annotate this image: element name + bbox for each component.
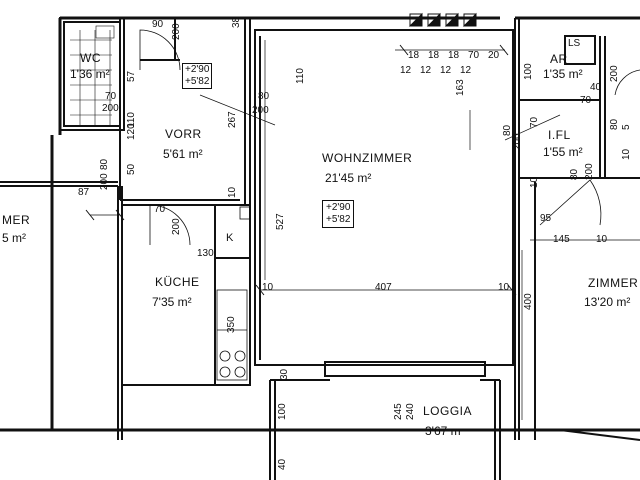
dim-38: 38 bbox=[231, 16, 242, 28]
dim-70-wc: 70 bbox=[105, 91, 117, 102]
right-walls bbox=[519, 35, 640, 441]
dim-10-right: 10 bbox=[498, 282, 510, 293]
dim-12-a: 12 bbox=[400, 65, 412, 76]
dim-350: 350 bbox=[226, 316, 237, 333]
dim-12-c: 12 bbox=[440, 65, 452, 76]
dim-50: 50 bbox=[126, 163, 137, 175]
kitchen-counter bbox=[216, 206, 251, 381]
dim-200-fl2: 200 bbox=[512, 133, 523, 150]
dim-120: 120 bbox=[126, 123, 137, 140]
dim-200-wc: 200 bbox=[102, 103, 119, 114]
kitchen-k-symbol: K bbox=[226, 232, 234, 244]
height-vorr-1: +2'90 bbox=[185, 64, 210, 75]
dim-20: 20 bbox=[488, 50, 500, 61]
dim-527: 527 bbox=[275, 213, 286, 230]
room-name-wc: WC bbox=[80, 51, 101, 65]
room-area-zimmer-right: 13'20 m² bbox=[584, 295, 631, 309]
dim-200-top: 200 bbox=[171, 23, 182, 40]
dim-10-fl3: 10 bbox=[621, 148, 632, 160]
dim-5: 5 bbox=[621, 124, 632, 130]
dim-200-left: 200 bbox=[99, 173, 110, 190]
dim-80-fl3: 80 bbox=[609, 118, 620, 130]
dim-18-a: 18 bbox=[408, 50, 420, 61]
dimension-ticks bbox=[85, 44, 517, 296]
room-name-fl: I.FL bbox=[548, 128, 571, 142]
dim-18-c: 18 bbox=[448, 50, 460, 61]
room-area-wohnzimmer: 21'45 m² bbox=[325, 171, 372, 185]
room-area-vorr: 5'61 m² bbox=[163, 147, 203, 161]
dim-57: 57 bbox=[126, 70, 137, 82]
vorr-walls bbox=[119, 18, 251, 205]
height-wohn-1: +2'90 bbox=[326, 202, 351, 213]
dim-400: 400 bbox=[523, 293, 534, 310]
dim-100-ar: 100 bbox=[523, 63, 534, 80]
room-area-wc: 1'36 m² bbox=[70, 67, 110, 81]
room-name-zimmer-right: ZIMMER bbox=[588, 276, 639, 290]
room-area-fl: 1'55 m² bbox=[543, 145, 583, 159]
dim-240: 240 bbox=[405, 403, 416, 420]
dim-130: 130 bbox=[197, 248, 214, 259]
dim-10-left: 10 bbox=[262, 282, 274, 293]
dimension-lines bbox=[90, 40, 640, 420]
room-area-loggia: 3'67 m bbox=[425, 424, 461, 438]
dim-80-left: 80 bbox=[99, 158, 110, 170]
dim-200-k: 200 bbox=[171, 218, 182, 235]
dim-10-fl: 10 bbox=[529, 176, 540, 188]
dim-145: 145 bbox=[553, 234, 570, 245]
height-vorr-2: +5'82 bbox=[185, 76, 210, 87]
room-area-kueche: 7'35 m² bbox=[152, 295, 192, 309]
dim-200-vorr: 200 bbox=[252, 105, 269, 116]
dim-200-fl: 200 bbox=[584, 163, 595, 180]
dim-70-k: 70 bbox=[154, 204, 166, 215]
dim-12-d: 12 bbox=[460, 65, 472, 76]
kitchen-walls bbox=[122, 204, 251, 386]
dim-40: 40 bbox=[590, 82, 602, 93]
dim-30: 30 bbox=[279, 368, 290, 380]
wohnzimmer-walls bbox=[254, 18, 520, 440]
top-vent-marks bbox=[408, 12, 477, 27]
ls-symbol: LS bbox=[568, 38, 581, 49]
dim-10-k: 10 bbox=[227, 186, 238, 198]
dim-407: 407 bbox=[375, 282, 392, 293]
dim-267: 267 bbox=[227, 111, 238, 128]
dim-87: 87 bbox=[78, 187, 90, 198]
room-name-kueche: KÜCHE bbox=[155, 275, 200, 289]
dim-70-fl: 70 bbox=[580, 95, 592, 106]
dim-70-fl2: 70 bbox=[529, 116, 540, 128]
room-name-zimmer-left: MER bbox=[2, 213, 31, 227]
room-name-vorr: VORR bbox=[165, 127, 202, 141]
door-swing-fl bbox=[539, 69, 640, 226]
dim-80-fl: 80 bbox=[569, 168, 580, 180]
height-box-vorr: +2'90 +5'82 bbox=[182, 63, 213, 89]
room-area-zimmer-left: 5 m² bbox=[2, 231, 26, 245]
dim-245: 245 bbox=[393, 403, 404, 420]
dim-200-fl3: 200 bbox=[609, 65, 620, 82]
height-box-wohnzimmer: +2'90 +5'82 bbox=[322, 200, 355, 228]
dim-110-wohn: 110 bbox=[295, 68, 306, 84]
dim-40-log: 40 bbox=[277, 458, 288, 470]
room-name-wohnzimmer: WOHNZIMMER bbox=[322, 151, 413, 165]
dim-100-log: 100 bbox=[277, 403, 288, 420]
room-name-loggia: LOGGIA bbox=[423, 404, 473, 418]
dim-10-zr: 10 bbox=[596, 234, 608, 245]
dim-12-b: 12 bbox=[420, 65, 432, 76]
loggia-walls bbox=[269, 361, 501, 480]
wc-tile-hatch bbox=[70, 25, 115, 125]
dim-70-top: 70 bbox=[468, 50, 480, 61]
room-name-ar: AR bbox=[550, 52, 568, 66]
dim-95: 95 bbox=[540, 213, 552, 224]
left-room-walls bbox=[0, 181, 123, 440]
dim-90: 90 bbox=[152, 19, 164, 30]
room-area-ar: 1'35 m² bbox=[543, 67, 583, 81]
height-wohn-2: +5'82 bbox=[326, 214, 351, 225]
dim-80-vorr: 80 bbox=[258, 91, 270, 102]
dim-163: 163 bbox=[455, 79, 466, 96]
dim-18-b: 18 bbox=[428, 50, 440, 61]
